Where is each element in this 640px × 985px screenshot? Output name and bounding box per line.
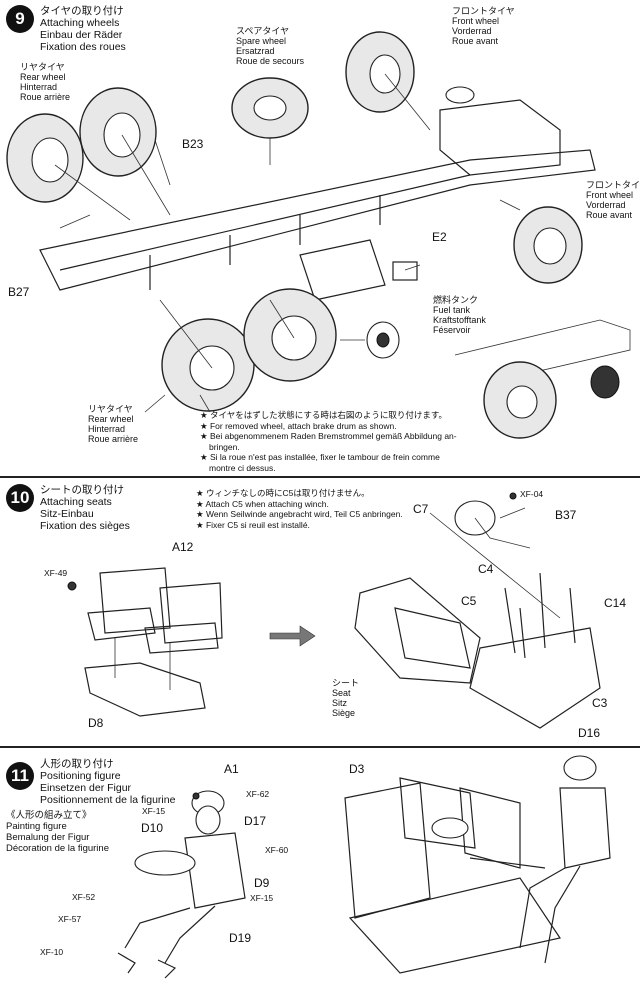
front-wheel-label-top: フロントタイヤ Front wheel Vorderrad Roue avant [452,6,515,46]
part-d8: D8 [88,716,104,730]
part-c4: C4 [478,562,494,576]
painting-figure-label: 《人形の組み立て》 Painting figure Bemalung der F… [6,810,109,854]
part-d3: D3 [349,762,365,776]
part-b37: B37 [555,508,577,522]
part-d19: D19 [229,931,252,945]
title-fr: Fixation des sièges [40,520,130,532]
step-11-section: 11 人形の取り付け Positioning figure Einsetzen … [0,746,640,985]
title-fr: Fixation des roues [40,41,126,53]
step-number-badge: 9 [6,5,34,33]
part-c5: C5 [461,594,477,608]
paint-xf52: XF-52 [72,892,96,902]
title-de: Sitz-Einbau [40,508,94,520]
step-9-notes: ★ タイヤをはずした状態にする時は右図のように取り付けます。 ★ For rem… [200,410,457,473]
title-en: Attaching seats [40,496,112,508]
rear-wheel-label-top: リヤタイヤ Rear wheel Hinterrad Roue arrière [20,62,71,102]
part-d10: D10 [141,821,164,835]
fuel-tank-label: 燃料タンク Fuel tank Kraftstofftank Féservoir [433,295,486,335]
paint-xf60: XF-60 [265,845,289,855]
title-en: Attaching wheels [40,17,120,29]
part-a1: A1 [224,762,239,776]
step-title: 人形の取り付け Positioning figure Einsetzen der… [40,758,175,806]
title-ja: タイヤの取り付け [40,5,124,17]
title-de: Einbau der Räder [40,29,123,41]
paint-xf10: XF-10 [40,947,64,957]
paint-xf04: XF-04 [520,489,544,499]
part-e2: E2 [432,230,447,244]
spare-wheel-label: スペアタイヤ Spare wheel Ersatzrad Roue de sec… [236,26,305,66]
part-d17: D17 [244,814,267,828]
rear-wheel-label-bottom: リヤタイヤ Rear wheel Hinterrad Roue arrière [88,404,139,444]
step-title: タイヤの取り付け Attaching wheels Einbau der Räd… [40,5,126,53]
step-9-illustration [6,31,631,439]
title-ja: 人形の取り付け [40,758,114,770]
part-c7: C7 [413,502,429,516]
step-10-section: 10 シートの取り付け Attaching seats Sitz-Einbau … [0,476,640,746]
paint-xf49: XF-49 [44,568,68,578]
step-11-illustration [117,755,611,979]
step-number-badge: 10 [6,484,34,512]
step-number-badge: 11 [6,762,34,790]
title-ja: シートの取り付け [40,484,124,496]
seat-label: シート Seat Sitz Siège [332,678,360,718]
step-9-section: 9 タイヤの取り付け Attaching wheels Einbau der R… [0,0,640,474]
title-de: Einsetzen der Figur [40,782,132,794]
part-c14: C14 [604,596,627,610]
title-en: Positioning figure [40,770,121,782]
paint-xf57: XF-57 [58,914,82,924]
part-b27: B27 [8,285,30,299]
paint-xf15-bottom: XF-15 [250,893,274,903]
step-10-illustration [67,492,601,729]
step-title: シートの取り付け Attaching seats Sitz-Einbau Fix… [40,484,130,532]
part-c3: C3 [592,696,608,710]
part-d9: D9 [254,876,270,890]
part-a12: A12 [172,540,194,554]
step-10-notes: ★ ウィンチなしの時にC5は取り付けません。 ★ Attach C5 when … [196,488,403,530]
paint-xf15-top: XF-15 [142,806,166,816]
part-b23: B23 [182,137,204,151]
title-fr: Positionnement de la figurine [40,794,176,806]
paint-xf62: XF-62 [246,789,270,799]
front-wheel-label-right: フロントタイヤ Front wheel Vorderrad Roue avant [586,180,640,220]
part-d16: D16 [578,726,601,740]
